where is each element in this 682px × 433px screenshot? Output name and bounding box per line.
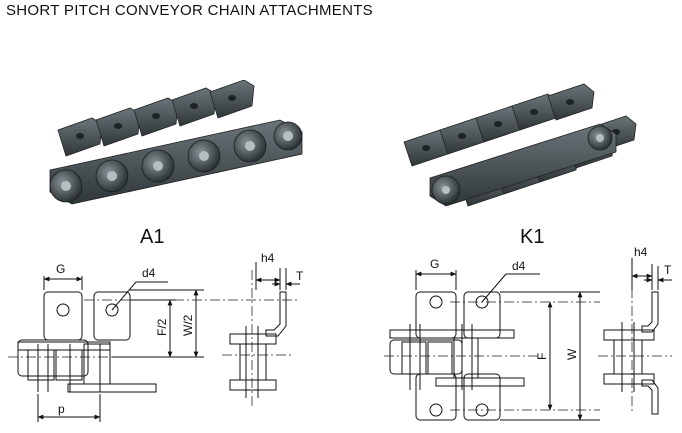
- k1-w-label: W: [565, 348, 579, 360]
- page-title: SHORT PITCH CONVEYOR CHAIN ATTACHMENTS: [6, 2, 373, 19]
- a1-h4-label: h4: [261, 251, 275, 265]
- k1-side-view: [598, 258, 672, 415]
- k1-d4-label: d4: [512, 259, 526, 273]
- k1-chain-body: [429, 123, 617, 207]
- k1-t-label: T: [664, 263, 672, 277]
- k1-g-label: G: [430, 257, 439, 271]
- k1-front-view: [384, 270, 600, 421]
- a1-w2-label: W/2: [181, 314, 195, 336]
- a1-chain-body: [49, 119, 303, 205]
- k1-f-label: F: [535, 353, 549, 360]
- a1-t-label: T: [296, 269, 304, 283]
- a1-p-label: p: [58, 402, 65, 416]
- a1-chain-photo: [49, 80, 303, 205]
- k1-type-label: K1: [520, 226, 545, 248]
- a1-side-view: [222, 262, 300, 406]
- a1-type-label: A1: [140, 226, 165, 248]
- a1-f2-label: F/2: [155, 318, 169, 336]
- a1-d4-label: d4: [142, 266, 156, 280]
- a1-front-view: [8, 276, 300, 422]
- k1-chain-photo: [403, 83, 637, 207]
- a1-g-label: G: [56, 262, 65, 276]
- k1-h4-label: h4: [634, 245, 648, 259]
